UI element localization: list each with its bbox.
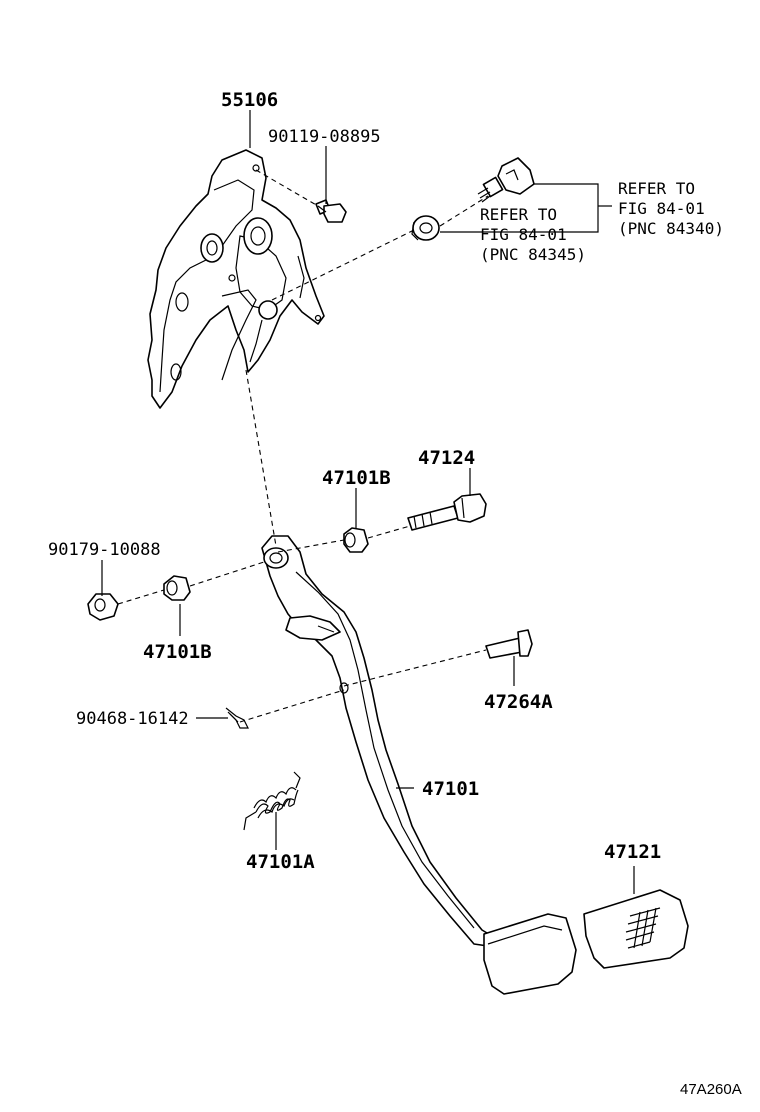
label-bracket: 55106 — [221, 89, 278, 111]
label-nut: 90179-10088 — [48, 540, 161, 560]
stopper-cushion[interactable] — [411, 215, 440, 241]
pedal-bracket[interactable] — [147, 149, 325, 409]
clevis-pin[interactable] — [485, 629, 533, 659]
leader-lines — [101, 110, 635, 894]
label-pivot-bolt: 47124 — [418, 447, 475, 469]
pivot-nut[interactable] — [87, 593, 119, 621]
label-pin: 47264A — [484, 691, 553, 713]
assembly-lines — [117, 169, 489, 723]
label-refer-left-3: (PNC 84345) — [480, 245, 586, 264]
label-refer-left-2: FIG 84-01 — [480, 225, 567, 244]
label-refer-right-2: FIG 84-01 — [618, 199, 705, 218]
bushing-upper[interactable] — [343, 527, 369, 553]
label-bolt-upper: 90119-08895 — [268, 127, 381, 147]
retaining-clip[interactable] — [225, 707, 249, 729]
label-refer-left-1: REFER TO — [480, 205, 557, 224]
label-spring: 47101A — [246, 851, 315, 873]
brake-pedal-arm[interactable] — [261, 535, 577, 995]
pivot-bolt[interactable] — [407, 493, 487, 531]
figure-code: 47A260A — [680, 1081, 742, 1098]
bushing-lower[interactable] — [163, 575, 191, 601]
return-spring[interactable] — [243, 771, 301, 831]
label-clip: 90468-16142 — [76, 709, 189, 729]
bracket-bolt[interactable] — [315, 199, 347, 223]
pedal-pad[interactable] — [583, 889, 689, 969]
label-bushing-upper: 47101B — [322, 467, 391, 489]
label-pedal-pad: 47121 — [604, 841, 661, 863]
label-refer-right-3: (PNC 84340) — [618, 219, 724, 238]
label-pedal-arm: 47101 — [422, 778, 479, 800]
stop-lamp-switch[interactable] — [477, 157, 535, 203]
label-bushing-lower: 47101B — [143, 641, 212, 663]
label-refer-right-1: REFER TO — [618, 179, 695, 198]
